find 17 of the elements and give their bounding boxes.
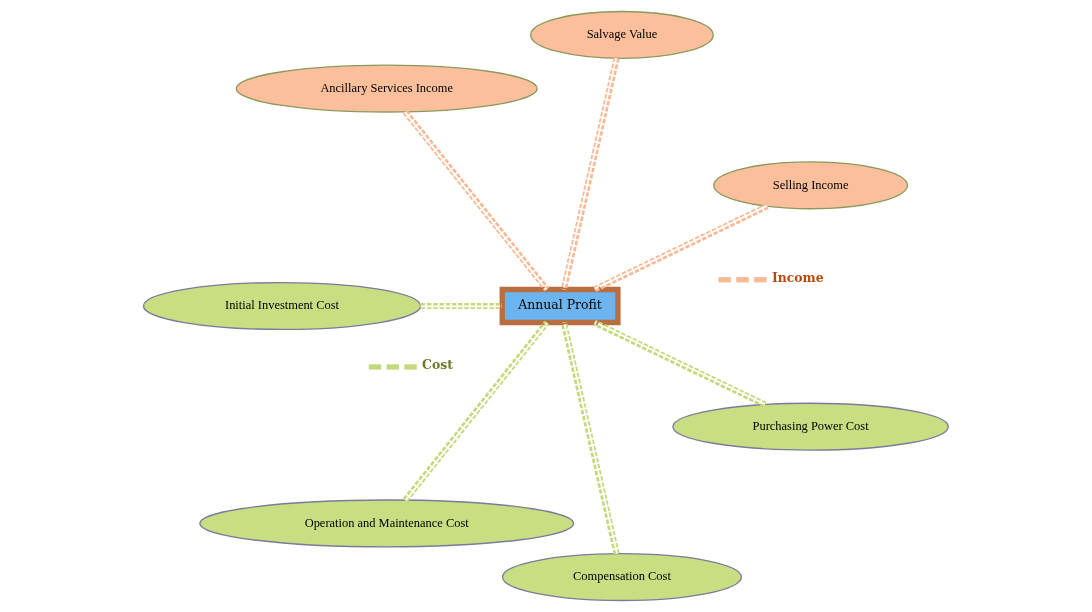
connector bbox=[560, 321, 620, 555]
connector bbox=[593, 203, 769, 293]
legend-label: Income bbox=[771, 270, 824, 286]
connector bbox=[560, 57, 620, 291]
legend-label: Cost bbox=[422, 357, 454, 373]
node-ellipse: Selling Income bbox=[713, 161, 909, 210]
node-ellipse: Operation and Maintenance Cost bbox=[199, 499, 575, 548]
connector bbox=[402, 109, 550, 292]
connector bbox=[593, 319, 767, 408]
connector bbox=[402, 320, 550, 503]
node-ellipse: Salvage Value bbox=[530, 10, 714, 59]
connector bbox=[420, 302, 502, 310]
node-ellipse: Initial Investment Cost bbox=[142, 281, 422, 331]
node-ellipse: Ancillary Services Income bbox=[235, 64, 538, 113]
node-ellipse: Purchasing Power Cost bbox=[672, 402, 949, 451]
node-box: Annual Profit bbox=[499, 286, 621, 326]
node-ellipse: Compensation Cost bbox=[501, 553, 743, 602]
